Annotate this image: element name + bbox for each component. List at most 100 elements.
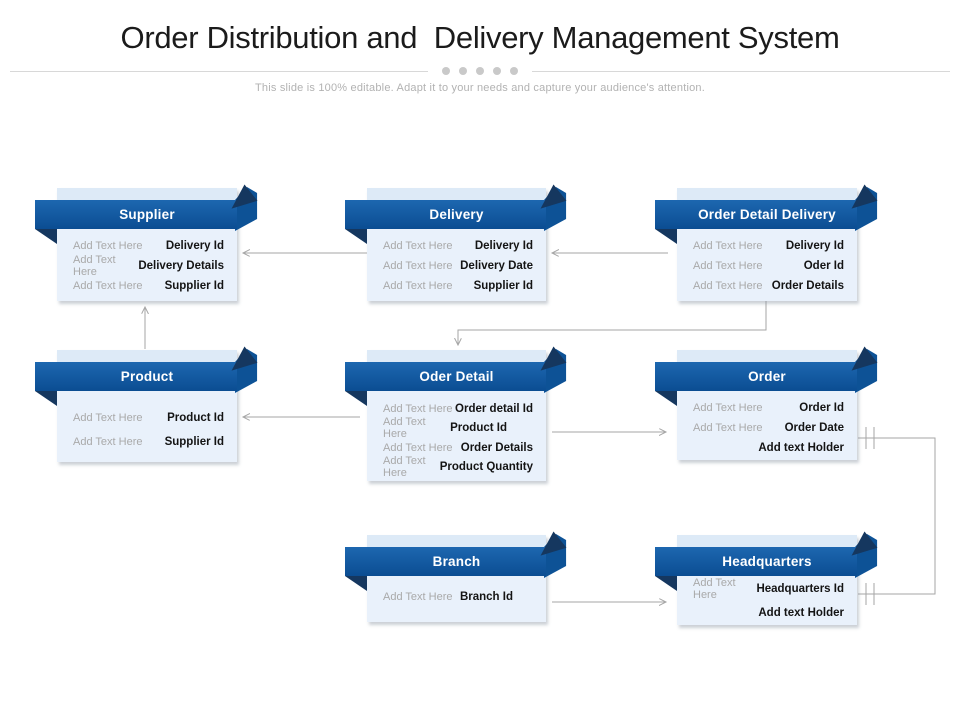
entity-rows: Add Text Here Product Id Add Text Here S… [57,350,237,462]
divider-dots [442,67,518,75]
entity-header-ribbon: Order Detail Delivery [655,200,857,229]
entity-header-ribbon: Headquarters [655,547,857,576]
connector-orderdetaildelivery-to-oderdetail [458,301,767,345]
add-text-placeholder[interactable]: Add Text Here [693,260,763,272]
attribute-row: Add Text Here Order Details [383,438,533,458]
add-text-placeholder[interactable]: Add Text Here [383,441,453,454]
attribute-row: Add Text Here Supplier Id [73,430,224,454]
dot-icon [493,67,501,75]
entity-header-ribbon: Oder Detail [345,362,546,391]
attribute-name: Order Id [799,402,844,414]
add-text-placeholder[interactable]: Add Text Here [693,422,763,434]
entity-card-oder-detail[interactable]: Oder Detail Add Text Here Order detail I… [345,346,567,481]
dot-icon [442,67,450,75]
entity-title: Order Detail Delivery [698,207,836,222]
dot-icon [459,67,467,75]
add-text-placeholder[interactable]: Add Text Here [73,412,143,424]
add-text-placeholder[interactable]: Add Text Here [383,416,426,441]
entity-card-product[interactable]: Product Add Text Here Product Id Add Tex… [35,346,258,462]
add-text-placeholder[interactable]: Add Text Here [383,591,453,603]
entity-card-order-detail-delivery[interactable]: Order Detail Delivery Add Text Here Deli… [655,184,878,301]
dot-icon [476,67,484,75]
attribute-row: Add Text Here Order detail Id [383,399,533,419]
entity-rows: Add Text Here Order detail Id Add Text H… [367,350,546,481]
entity-header-ribbon: Supplier [35,200,237,229]
entity-rows: Add Text Here Delivery Id Add Text Here … [57,188,237,301]
entity-rows: Add Text Here Delivery Id Add Text Here … [677,188,857,301]
divider-line-right [532,70,950,72]
entity-rows: Add Text Here Headquarters Id Add text H… [677,535,857,625]
slide-subtitle: This slide is 100% editable. Adapt it to… [255,82,705,94]
entity-card-supplier[interactable]: Supplier Add Text Here Delivery Id Add T… [35,184,258,301]
attribute-name: Headquarters Id [756,583,844,595]
entity-header-ribbon: Branch [345,547,546,576]
entity-rows: Add Text Here Order Id Add Text Here Ord… [677,350,857,460]
attribute-row: Add Text Here Order Details [693,276,844,296]
entity-rows: Add Text Here Branch Id [367,535,546,622]
entity-card-delivery[interactable]: Delivery Add Text Here Delivery Id Add T… [345,184,567,301]
attribute-name: Order Date [784,422,844,434]
add-text-placeholder[interactable]: Add Text Here [383,402,453,415]
attribute-name: Branch Id [459,591,513,603]
entity-title: Product [120,369,174,384]
entity-card-headquarters[interactable]: Headquarters Add Text Here Headquarters … [655,531,878,625]
add-text-placeholder[interactable]: Add Text Here [383,260,453,272]
attribute-row: Add text Holder [693,601,844,625]
attribute-row: Add Text Here Order Date [693,418,844,438]
entity-rows: Add Text Here Delivery Id Add Text Here … [367,188,546,301]
attribute-name: Supplier Id [164,436,224,448]
attribute-row: Add Text Here Delivery Id [693,236,844,256]
add-text-placeholder[interactable]: Add Text Here [693,402,763,414]
entity-header-ribbon: Delivery [345,200,546,229]
dot-icon [510,67,518,75]
attribute-name: Delivery Details [138,260,224,272]
attribute-name: Delivery Id [165,240,224,252]
attribute-row: Add Text Here Delivery Id [73,236,224,256]
attribute-name: Product Quantity [439,461,533,474]
entity-title: Oder Detail [419,369,494,384]
attribute-name: Delivery Id [785,240,844,252]
add-text-placeholder[interactable]: Add Text Here [693,577,736,601]
entity-card-order[interactable]: Order Add Text Here Order Id Add Text He… [655,346,878,460]
add-text-placeholder[interactable]: Add Text Here [383,455,426,480]
add-text-placeholder[interactable]: Add Text Here [73,254,116,278]
attribute-name: Supplier Id [473,280,533,292]
add-text-placeholder[interactable]: Add Text Here [693,280,763,292]
add-text-placeholder[interactable]: Add Text Here [693,240,763,252]
attribute-row: Add Text Here Order Id [693,398,844,418]
attribute-row: Add Text Here Supplier Id [73,276,224,296]
divider-line-left [10,70,428,72]
attribute-name: Add text Holder [758,607,844,619]
entity-header-ribbon: Order [655,362,857,391]
attribute-name: Delivery Id [474,240,533,252]
connector-order-to-headquarters-loop [858,437,936,595]
add-text-placeholder[interactable]: Add Text Here [383,280,453,292]
entity-title: Headquarters [722,554,812,569]
attribute-row: Add Text Here Branch Id [383,584,533,610]
attribute-row: Add Text Here Oder Id [693,256,844,276]
entity-card-branch[interactable]: Branch Add Text Here Branch Id [345,531,567,622]
add-text-placeholder[interactable]: Add Text Here [383,240,453,252]
attribute-row: Add Text Here Product Id [383,416,533,441]
attribute-name: Product Id [167,412,224,424]
add-text-placeholder[interactable]: Add Text Here [73,280,143,292]
attribute-row: Add Text Here Delivery Date [383,256,533,276]
title-divider [10,67,950,75]
entity-title: Branch [432,554,481,569]
attribute-row: Add Text Here Delivery Id [383,236,533,256]
entity-title: Supplier [119,207,175,222]
entity-title: Order [748,369,786,384]
attribute-row: Add Text Here Headquarters Id [693,577,844,601]
entity-title: Delivery [429,207,484,222]
attribute-row: Add text Holder [693,438,844,458]
add-text-placeholder[interactable]: Add Text Here [73,436,143,448]
entity-header-ribbon: Product [35,362,237,391]
add-text-placeholder[interactable]: Add Text Here [73,240,143,252]
attribute-name: Order Details [771,280,844,292]
attribute-row: Add Text Here Product Quantity [383,455,533,480]
slide-title: Order Distribution and Delivery Manageme… [120,20,840,55]
attribute-name: Delivery Date [460,260,533,272]
attribute-name: Add text Holder [758,442,844,454]
